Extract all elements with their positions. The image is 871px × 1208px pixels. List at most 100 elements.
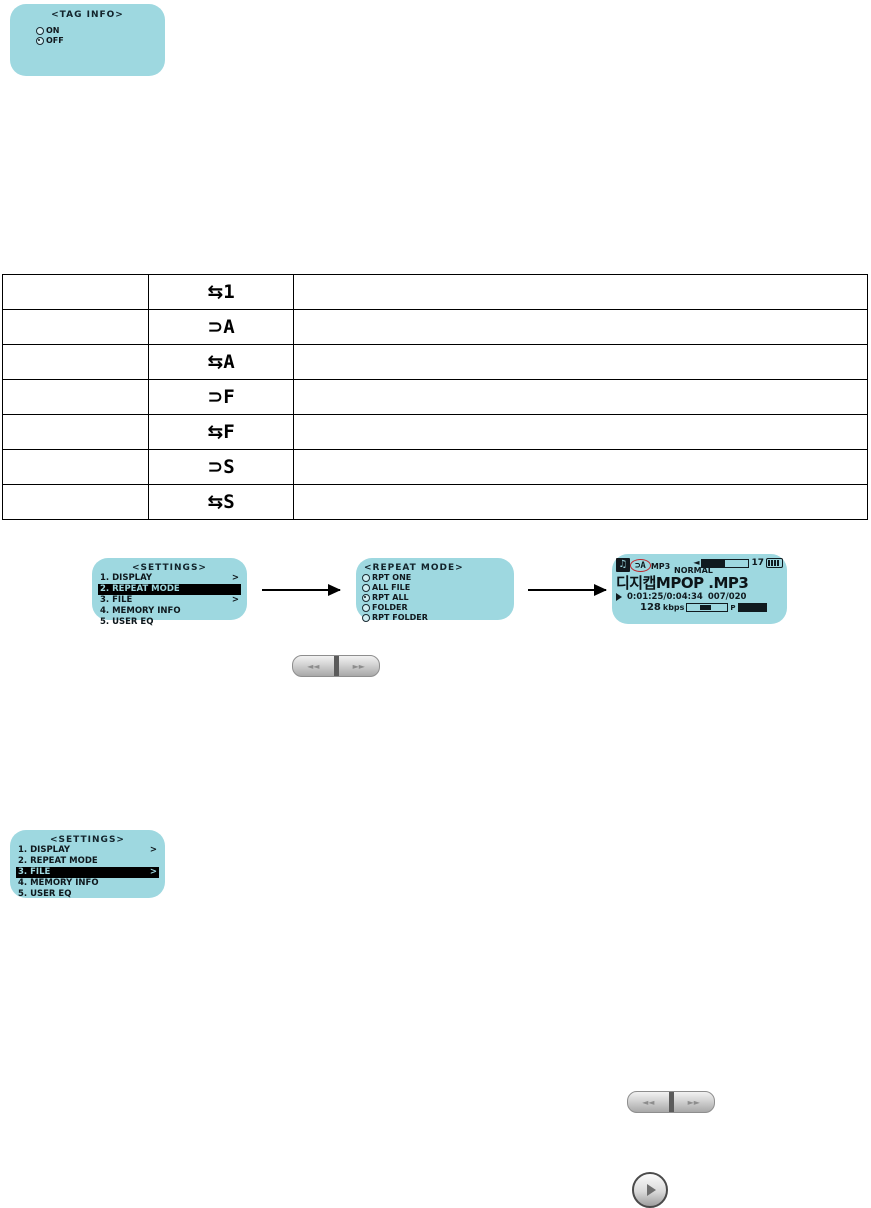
playback-status-bar: ♫ ⊃A MP3 ◄ 17: [612, 554, 787, 572]
track-title-korean: 디지캡: [616, 574, 656, 592]
sidebar-item-user-eq[interactable]: 5. USER EQ: [98, 617, 241, 628]
table-cell-right: [293, 484, 868, 520]
menu-label: 4. MEMORY INFO: [18, 878, 99, 888]
radio-icon[interactable]: [362, 574, 370, 582]
menu-label: 3. FILE: [18, 867, 51, 877]
volume-value: 17: [751, 558, 764, 568]
playback-screen: ♫ ⊃A MP3 ◄ 17 NORMAL 디지캡MPOP .MP3 0:01:2…: [612, 554, 787, 624]
radio-icon[interactable]: [362, 614, 370, 622]
radio-icon[interactable]: [362, 584, 370, 592]
repeat-badge-letter: A: [640, 561, 646, 571]
table-cell-left: [2, 379, 149, 415]
bitrate-row: 128 kbps P: [612, 602, 787, 613]
radio-icon-on[interactable]: [36, 27, 44, 35]
progress-mark: P: [730, 603, 736, 612]
chevron-right-icon: >: [149, 845, 157, 855]
repeat-option-rpt-folder[interactable]: RPT FOLDER: [362, 613, 508, 623]
rocker-divider: [668, 1092, 674, 1112]
repeat-mode-menu: <REPEAT MODE> RPT ONE ALL FILE RPT ALL F…: [356, 558, 514, 623]
sidebar-item-memory-info[interactable]: 4. MEMORY INFO: [16, 878, 159, 889]
prev-next-rocker-button[interactable]: ◄◄ ►►: [292, 655, 380, 677]
table-cell-right: [293, 414, 868, 450]
playback-time-row: 0:01:25/0:04:34 007/020: [612, 591, 787, 602]
tag-info-screen: <TAG INFO> ON OFF: [10, 4, 165, 76]
settings-menu-2: <SETTINGS> 1. DISPLAY > 2. REPEAT MODE 3…: [10, 830, 165, 900]
table-cell-left: [2, 414, 149, 450]
repeat-icon-letter: A: [223, 316, 235, 338]
table-cell-left: [2, 344, 149, 380]
repeat-shuffle-icon: ⇆S: [148, 484, 294, 520]
repeat-icon-letter: S: [223, 491, 235, 513]
tag-info-option-off[interactable]: OFF: [36, 36, 64, 46]
sidebar-item-user-eq[interactable]: 5. USER EQ: [16, 889, 159, 900]
flow-arrow-right-icon: [262, 584, 341, 596]
table-row: ⇆1: [2, 274, 868, 310]
repeat-all-file-icon: ⊃A: [148, 309, 294, 345]
repeat-table-body: ⇆1 ⊃A ⇆A ⊃F ⇆F ⊃S ⇆S: [2, 274, 868, 520]
menu-label: 5. USER EQ: [100, 617, 154, 627]
repeat-option-label: ALL FILE: [372, 583, 411, 592]
repeat-mode-title: <REPEAT MODE>: [364, 563, 464, 573]
sidebar-item-memory-info[interactable]: 4. MEMORY INFO: [98, 606, 241, 617]
tag-info-option-on-label: ON: [46, 26, 60, 35]
rocker-divider: [333, 656, 339, 676]
sidebar-item-display[interactable]: 1. DISPLAY >: [98, 573, 241, 584]
table-cell-left: [2, 449, 149, 485]
table-row: ⊃F: [2, 379, 868, 415]
radio-icon-off[interactable]: [36, 37, 44, 45]
repeat-mode-screen: <REPEAT MODE> RPT ONE ALL FILE RPT ALL F…: [356, 558, 514, 623]
repeat-icon-letter: F: [223, 421, 235, 443]
flow-arrow-right-icon: [528, 584, 607, 596]
settings-screen-file-selected: <SETTINGS> 1. DISPLAY > 2. REPEAT MODE 3…: [10, 830, 165, 900]
repeat-all-icon: ⇆A: [148, 344, 294, 380]
repeat-icon-letter: S: [223, 456, 235, 478]
track-index: 007/020: [707, 592, 747, 602]
track-title: 디지캡MPOP .MP3: [612, 575, 787, 591]
menu-label: 1. DISPLAY: [18, 845, 71, 855]
play-button[interactable]: [632, 1172, 668, 1208]
repeat-icon-letter: 1: [223, 281, 235, 303]
settings-title-2: <SETTINGS>: [50, 835, 125, 845]
folder-icon: ⊃F: [148, 379, 294, 415]
sidebar-item-file[interactable]: 3. FILE >: [98, 595, 241, 606]
repeat-folder-icon: ⇆F: [148, 414, 294, 450]
repeat-option-label: RPT FOLDER: [372, 613, 428, 622]
sidebar-item-display[interactable]: 1. DISPLAY >: [16, 845, 159, 856]
prev-next-rocker-button-bottom[interactable]: ◄◄ ►►: [627, 1091, 715, 1113]
settings-menu: <SETTINGS> 1. DISPLAY > 2. REPEAT MODE 3…: [92, 558, 247, 628]
sidebar-item-repeat-mode[interactable]: 2. REPEAT MODE: [16, 856, 159, 867]
repeat-option-label: FOLDER: [372, 603, 408, 612]
forward-icon[interactable]: ►►: [687, 1097, 700, 1107]
volume-bar[interactable]: [701, 558, 750, 568]
table-cell-right: [293, 344, 868, 380]
speaker-icon: ◄: [693, 558, 700, 567]
progress-bar[interactable]: [686, 603, 729, 612]
rewind-icon[interactable]: ◄◄: [642, 1097, 655, 1107]
play-icon: [616, 593, 622, 601]
radio-icon-selected[interactable]: [362, 594, 370, 602]
sidebar-item-file[interactable]: 3. FILE >: [16, 867, 159, 878]
rewind-icon[interactable]: ◄◄: [307, 661, 320, 671]
menu-label: 2. REPEAT MODE: [100, 584, 180, 594]
repeat-option-label: RPT ALL: [372, 593, 409, 602]
table-row: ⊃S: [2, 449, 868, 485]
menu-label: 4. MEMORY INFO: [100, 606, 181, 616]
menu-label: 1. DISPLAY: [100, 573, 153, 583]
menu-label: 5. USER EQ: [18, 889, 72, 899]
repeat-option-all-file[interactable]: ALL FILE: [362, 583, 508, 593]
repeat-option-folder[interactable]: FOLDER: [362, 603, 508, 613]
repeat-icon-letter: F: [223, 386, 235, 408]
forward-icon[interactable]: ►►: [352, 661, 365, 671]
repeat-option-rpt-all[interactable]: RPT ALL: [362, 593, 508, 603]
sidebar-item-repeat-mode[interactable]: 2. REPEAT MODE: [98, 584, 241, 595]
settings-screen-repeat-selected: <SETTINGS> 1. DISPLAY > 2. REPEAT MODE 3…: [92, 558, 247, 627]
chevron-right-icon: >: [231, 595, 239, 605]
table-cell-right: [293, 379, 868, 415]
table-cell-right: [293, 449, 868, 485]
tag-info-option-on[interactable]: ON: [36, 26, 60, 36]
menu-label: 2. REPEAT MODE: [18, 856, 98, 866]
radio-icon[interactable]: [362, 604, 370, 612]
volume-indicator: ◄ 17: [693, 558, 783, 568]
table-row: ⊃A: [2, 309, 868, 345]
repeat-option-rpt-one[interactable]: RPT ONE: [362, 573, 508, 583]
